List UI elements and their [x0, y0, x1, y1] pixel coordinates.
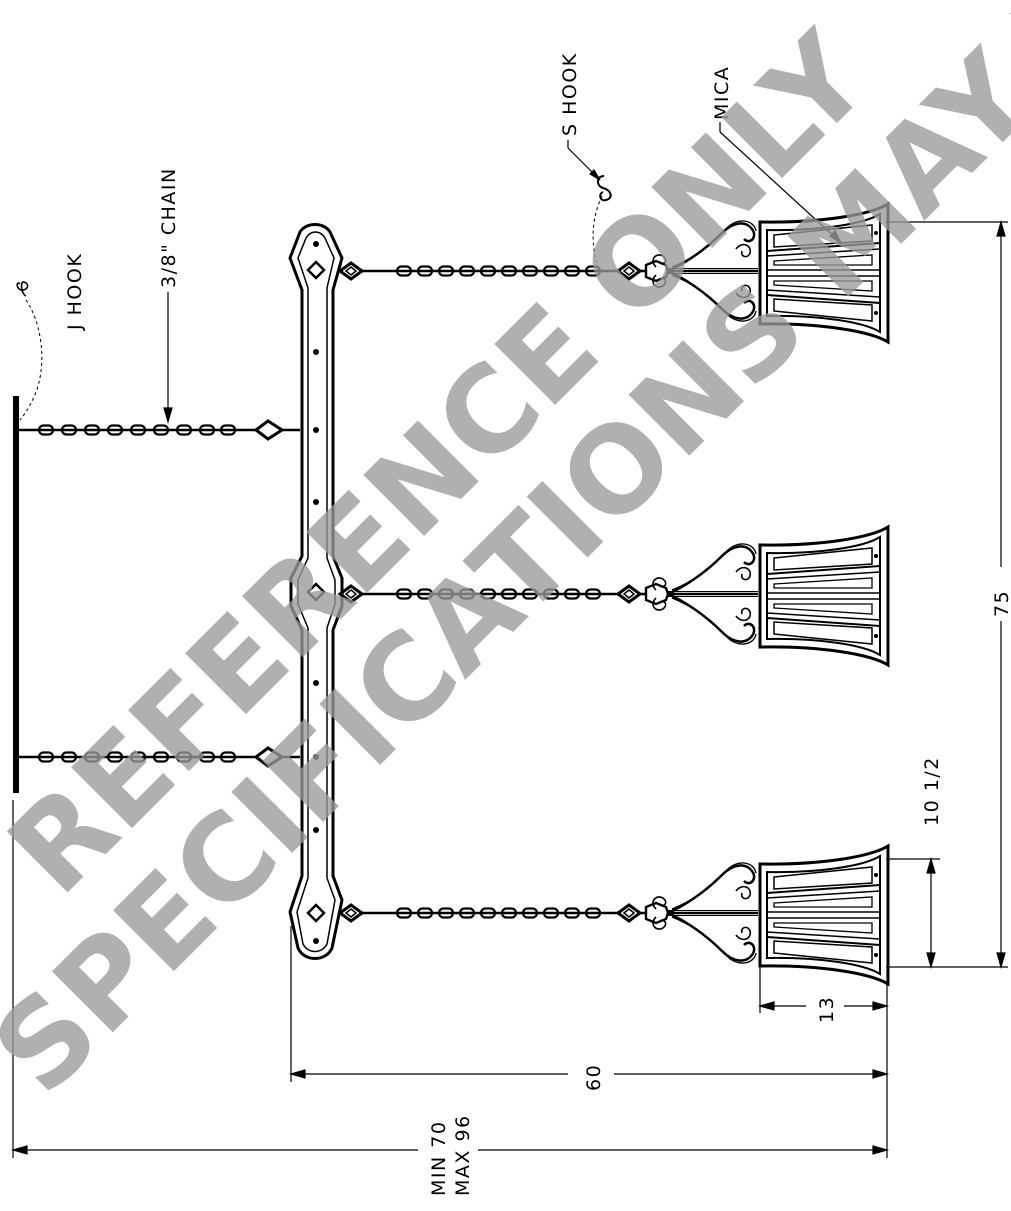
- watermark-line-1: REFERENCE ONLY: [0, 6, 896, 920]
- dimension-lines: [10, 219, 1008, 1158]
- j-hook-label: J HOOK: [64, 253, 86, 331]
- j-hook-icon: [16, 281, 43, 421]
- ceiling-plate: [13, 396, 19, 793]
- dim-overall-height: 75: [991, 590, 1011, 617]
- dim-bar-length: 60: [583, 1064, 605, 1091]
- support-chain-upper: [19, 419, 300, 441]
- lantern-arm-top: [338, 202, 890, 344]
- main-bar: [288, 223, 344, 960]
- dim-total-min: MIN 70: [428, 1121, 450, 1196]
- dim-total-max: MAX 96: [452, 1114, 474, 1196]
- dim-shade-height: 10 1/2: [921, 756, 943, 826]
- lantern-arm-middle: [338, 525, 890, 667]
- s-hook-icon: [592, 175, 612, 263]
- s-hook-label: S HOOK: [559, 52, 581, 136]
- support-chain-lower: [19, 746, 300, 768]
- chain-label: 3/8" CHAIN: [158, 167, 180, 288]
- dim-shade-width: 13: [816, 996, 838, 1023]
- mica-label: MICA: [711, 66, 733, 120]
- label-leaders: [163, 122, 843, 425]
- lantern-arm-bottom: [338, 844, 890, 986]
